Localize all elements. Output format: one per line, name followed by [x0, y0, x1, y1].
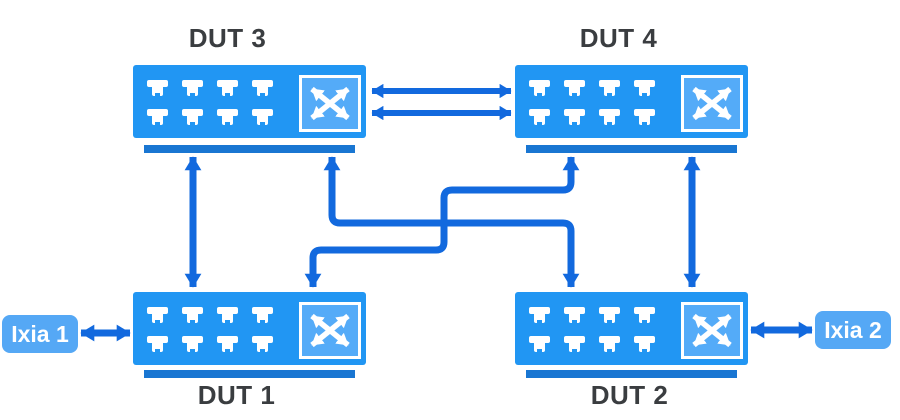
- endpoint-label-text: Ixia 1: [11, 320, 69, 347]
- device-label-dut4: DUT 4: [568, 21, 669, 58]
- port-grid: [529, 80, 655, 126]
- device-dut4: DUT 4: [515, 15, 748, 157]
- ethernet-port-icon: [529, 80, 550, 97]
- ethernet-port-icon: [564, 109, 585, 126]
- ethernet-port-icon: [182, 336, 203, 353]
- device-label-text: DUT 2: [590, 380, 669, 410]
- ethernet-port-icon: [217, 307, 238, 324]
- ethernet-port-icon: [217, 109, 238, 126]
- ethernet-port-icon: [564, 80, 585, 97]
- ethernet-port-icon: [634, 307, 655, 324]
- ethernet-port-icon: [564, 307, 585, 324]
- ethernet-port-icon: [564, 336, 585, 353]
- port-grid: [529, 307, 655, 353]
- ethernet-port-icon: [252, 109, 273, 126]
- switch-crossbar-icon: [299, 75, 361, 132]
- ethernet-port-icon: [634, 336, 655, 353]
- endpoint-label-text: Ixia 2: [824, 316, 882, 343]
- ethernet-port-icon: [147, 109, 168, 126]
- endpoint-ixia2: Ixia 2: [815, 311, 891, 349]
- device-label-dut1: DUT 1: [186, 378, 287, 415]
- ethernet-port-icon: [529, 307, 550, 324]
- ethernet-port-icon: [147, 336, 168, 353]
- port-grid: [147, 80, 273, 126]
- port-grid: [147, 307, 273, 353]
- switch-body-dut4: [515, 65, 748, 138]
- device-label-text: DUT 3: [188, 23, 267, 53]
- ethernet-port-icon: [252, 80, 273, 97]
- device-base-bar: [144, 145, 355, 153]
- ethernet-port-icon: [182, 109, 203, 126]
- ethernet-port-icon: [182, 307, 203, 324]
- ethernet-port-icon: [599, 336, 620, 353]
- ethernet-port-icon: [634, 109, 655, 126]
- device-dut1: DUT 1: [133, 292, 366, 418]
- ethernet-port-icon: [217, 336, 238, 353]
- switch-crossbar-icon: [299, 302, 361, 359]
- ethernet-port-icon: [599, 109, 620, 126]
- switch-body-dut1: [133, 292, 366, 365]
- ethernet-port-icon: [529, 109, 550, 126]
- link-dut1-dut4: [304, 156, 580, 288]
- ethernet-port-icon: [529, 336, 550, 353]
- device-label-text: DUT 4: [579, 23, 658, 53]
- device-base-bar: [526, 370, 737, 378]
- switch-crossbar-icon: [681, 75, 743, 132]
- ethernet-port-icon: [182, 80, 203, 97]
- device-dut2: DUT 2: [515, 292, 748, 418]
- device-base-bar: [144, 370, 355, 378]
- ethernet-port-icon: [252, 307, 273, 324]
- device-base-bar: [526, 145, 737, 153]
- link-dut3-dut2: [323, 156, 580, 288]
- ethernet-port-icon: [599, 307, 620, 324]
- device-label-text: DUT 1: [197, 380, 276, 410]
- switch-body-dut2: [515, 292, 748, 365]
- switch-body-dut3: [133, 65, 366, 138]
- ethernet-port-icon: [217, 80, 238, 97]
- ethernet-port-icon: [147, 80, 168, 97]
- device-label-dut2: DUT 2: [579, 378, 680, 415]
- ethernet-port-icon: [252, 336, 273, 353]
- switch-crossbar-icon: [681, 302, 743, 359]
- ethernet-port-icon: [599, 80, 620, 97]
- endpoint-ixia1: Ixia 1: [2, 315, 78, 353]
- device-label-dut3: DUT 3: [177, 21, 278, 58]
- ethernet-port-icon: [147, 307, 168, 324]
- device-dut3: DUT 3: [133, 15, 366, 157]
- ethernet-port-icon: [634, 80, 655, 97]
